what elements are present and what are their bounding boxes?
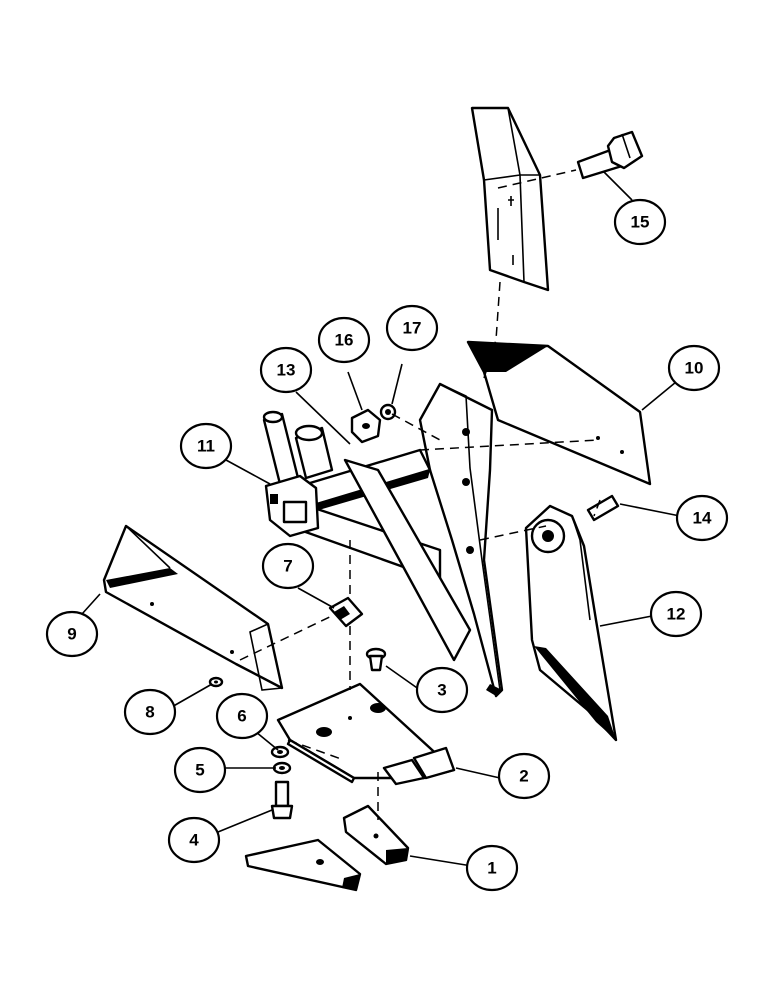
plow-bolt-3 xyxy=(365,647,387,672)
callout-10: 10 xyxy=(667,344,721,392)
point-1 xyxy=(342,804,410,866)
callout-17-label: 17 xyxy=(403,319,422,338)
callout-17: 17 xyxy=(385,304,439,352)
callout-4-label: 4 xyxy=(189,831,199,850)
callout-10-label: 10 xyxy=(685,359,704,378)
washer-17 xyxy=(379,403,397,421)
callout-14: 14 xyxy=(675,494,729,542)
bolt-15 xyxy=(576,130,644,180)
callout-1: 1 xyxy=(465,844,519,892)
callout-3-label: 3 xyxy=(437,681,446,700)
leader-lines xyxy=(81,171,681,867)
standard-shank xyxy=(418,382,504,698)
assembly-lines xyxy=(239,169,601,820)
callout-13: 13 xyxy=(259,346,313,394)
callout-3: 3 xyxy=(415,666,469,714)
callout-15-label: 15 xyxy=(631,213,650,232)
callout-16-label: 16 xyxy=(335,331,354,350)
callout-7-label: 7 xyxy=(283,557,292,576)
clip-7 xyxy=(328,596,364,628)
hardware-4-5-6 xyxy=(270,745,294,820)
callout-5-label: 5 xyxy=(195,761,204,780)
nut-16 xyxy=(350,408,382,444)
callout-1-label: 1 xyxy=(487,859,496,878)
callout-7: 7 xyxy=(261,542,315,590)
callout-11: 11 xyxy=(179,422,233,470)
callout-2: 2 xyxy=(497,752,551,800)
callout-6-label: 6 xyxy=(237,707,246,726)
callout-14-label: 14 xyxy=(693,509,712,528)
callout-16: 16 xyxy=(317,316,371,364)
callout-12: 12 xyxy=(649,590,703,638)
callout-2-label: 2 xyxy=(519,767,528,786)
callout-9-label: 9 xyxy=(67,625,76,644)
pin-14 xyxy=(586,494,620,522)
wedge-lower xyxy=(244,838,362,892)
callout-5: 5 xyxy=(173,746,227,794)
callout-6: 6 xyxy=(215,692,269,740)
callout-4: 4 xyxy=(167,816,221,864)
frame-11 xyxy=(262,410,472,662)
callout-15: 15 xyxy=(613,198,667,246)
callout-11-label: 11 xyxy=(197,437,215,456)
callout-12-label: 12 xyxy=(667,605,686,624)
washer-8 xyxy=(208,676,224,688)
point-12 xyxy=(524,504,618,742)
callout-9: 9 xyxy=(45,610,99,658)
callout-8-label: 8 xyxy=(145,703,154,722)
moldboard-10 xyxy=(466,340,652,486)
moldboard-9 xyxy=(102,524,284,691)
upper-shank xyxy=(470,106,550,292)
callout-8: 8 xyxy=(123,688,177,736)
callout-13-label: 13 xyxy=(277,361,296,380)
